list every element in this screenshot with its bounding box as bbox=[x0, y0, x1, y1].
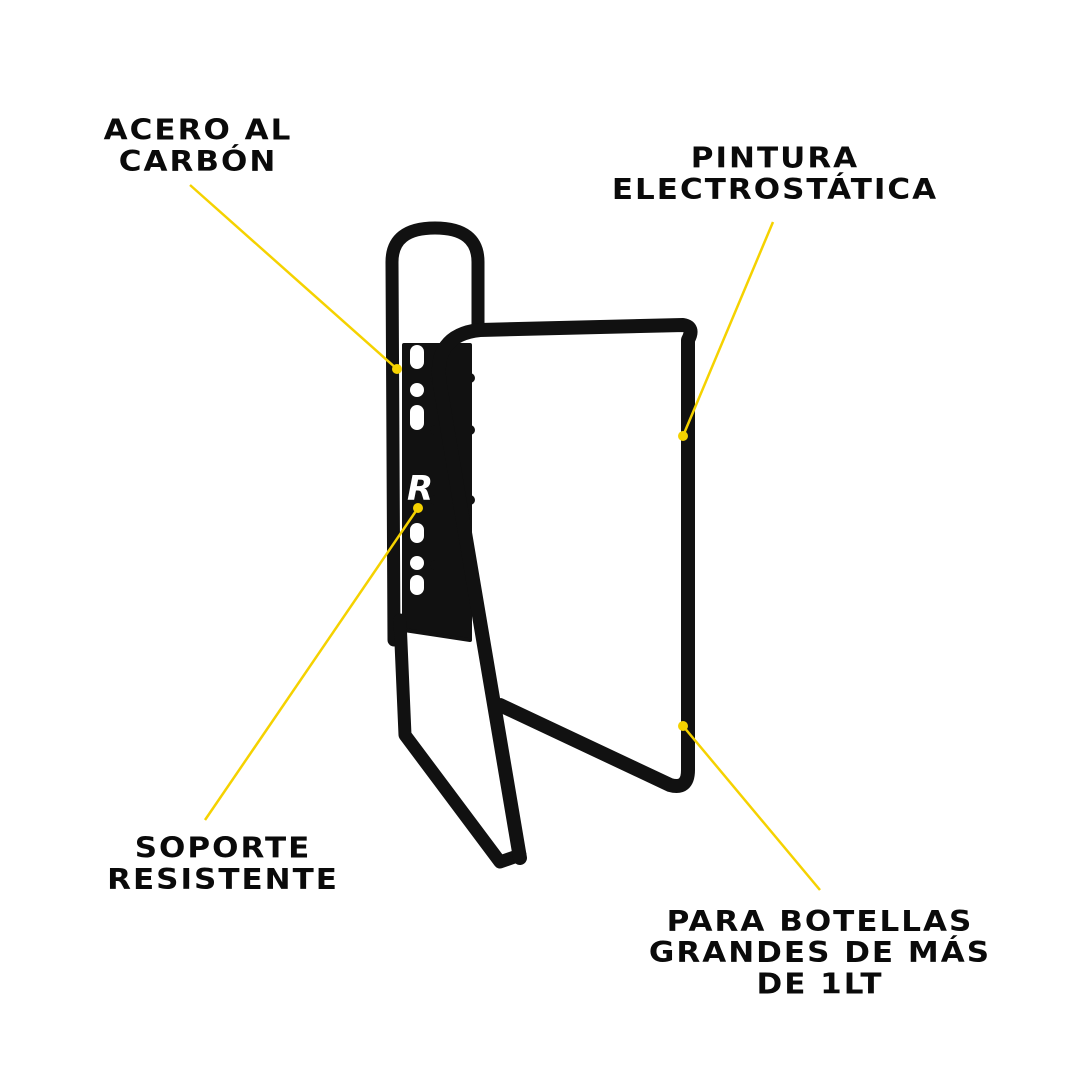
callout-dot-material bbox=[392, 364, 402, 374]
callout-line-capacity bbox=[682, 725, 821, 891]
callout-line-support bbox=[203, 507, 420, 821]
callout-lines bbox=[189, 184, 821, 891]
callout-dot-support bbox=[413, 503, 423, 513]
callout-label-paint: PINTURA ELECTROSTÁTICA bbox=[611, 141, 939, 207]
callout-label-material: ACERO AL CARBÓN bbox=[103, 113, 293, 179]
callout-line-material bbox=[189, 184, 398, 370]
callout-dot-capacity bbox=[678, 721, 688, 731]
brand-logo: R bbox=[407, 469, 433, 509]
callout-label-capacity: PARA BOTELLAS GRANDES DE MÁS DE 1LT bbox=[648, 905, 992, 1001]
callout-label-support: SOPORTE RESISTENTE bbox=[107, 831, 339, 897]
callout-dot-paint bbox=[678, 431, 688, 441]
plate-holes bbox=[410, 345, 424, 595]
callout-line-paint bbox=[681, 221, 775, 437]
bottle-cage-image bbox=[385, 221, 698, 869]
